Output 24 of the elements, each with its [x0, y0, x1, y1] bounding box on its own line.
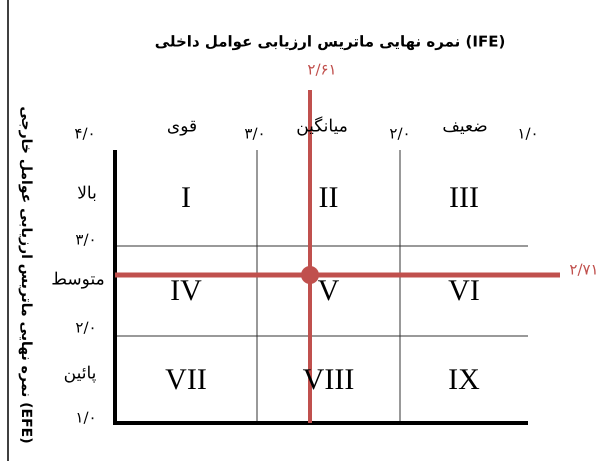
- quadrant-number: IV: [170, 274, 202, 308]
- chart-title: نمره نهایی ماتریس ارزیابی عوامل داخلی (IFE): [154, 34, 506, 50]
- axis-tick: ۲/۰: [389, 126, 411, 142]
- axis-tick: ۲/۰: [75, 320, 97, 336]
- row-label: بالا: [77, 186, 97, 202]
- axis-tick: ۱/۰: [517, 126, 539, 142]
- quadrant-number: II: [318, 181, 338, 215]
- axis-title: نمره نهایی ماتریس ارزیابی عوامل خارجی (EFE): [19, 106, 33, 444]
- ife-score-value: ۲/۶۱: [307, 62, 337, 78]
- row-label: متوسط: [51, 272, 105, 288]
- quadrant-number: III: [449, 181, 479, 215]
- quadrant-number: I: [181, 181, 191, 215]
- quadrant-number: V: [318, 274, 340, 308]
- quadrant-number: IX: [448, 362, 480, 396]
- axis-tick: ۴/۰: [74, 126, 96, 142]
- quadrant-number: VII: [165, 362, 207, 396]
- axis-tick: ۳/۰: [75, 232, 97, 248]
- axis-tick: ۳/۰: [244, 126, 266, 142]
- row-label: پائین: [64, 366, 96, 382]
- quadrant-number: VI: [448, 274, 480, 308]
- column-label: ضعیف: [442, 118, 488, 136]
- efe-score-value: ۲/۷۱: [569, 262, 599, 278]
- axis-tick: ۱/۰: [75, 410, 97, 426]
- column-label: قوی: [166, 118, 198, 136]
